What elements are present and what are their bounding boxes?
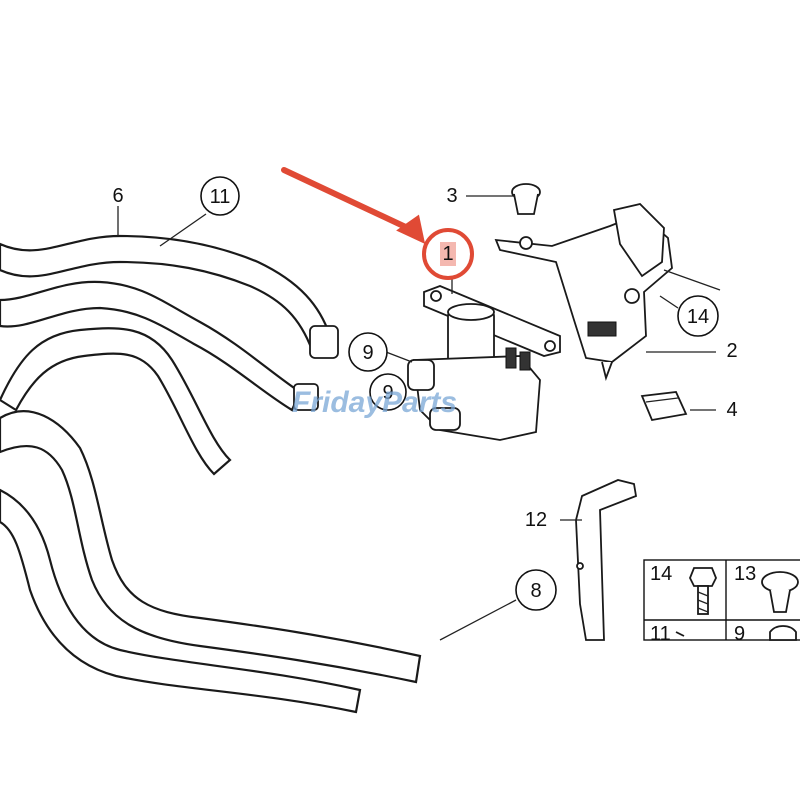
valve-motor-cap — [447, 303, 495, 321]
hose-bottom — [0, 488, 362, 714]
highlight-fill — [440, 242, 456, 266]
callout-11-label: 11 — [210, 186, 231, 208]
bracket-upper-flange — [612, 203, 665, 278]
callout-11: 11 — [200, 176, 240, 216]
pointer-arrow — [281, 167, 426, 245]
water-valve — [407, 285, 561, 441]
callout-8-label: 8 — [530, 580, 541, 602]
fastener-legend: 14 13 11 9 — [643, 559, 800, 645]
valve-connector-2 — [519, 351, 531, 371]
fitting-icon — [675, 631, 685, 637]
callout-9a: 9 — [348, 332, 388, 372]
bolt-icon — [689, 567, 717, 615]
bracket-hole-right — [544, 340, 556, 352]
bracket-assembly — [494, 203, 673, 382]
hose-end-fitting — [309, 325, 339, 359]
callout-14: 14 — [677, 295, 719, 337]
callout-9a-label: 9 — [362, 342, 373, 364]
legend-cell-2-label: 13 — [734, 563, 756, 585]
callout-8: 8 — [515, 569, 557, 611]
hose-end-fitting-lower — [293, 383, 319, 411]
legend-cell-4-label: 9 — [734, 623, 745, 645]
callout-9b: 9 — [369, 373, 407, 411]
hose-loop — [0, 327, 232, 476]
watermark: FridayParts — [292, 386, 457, 419]
hose-assembly — [0, 234, 422, 714]
callout-2-label: 2 — [726, 340, 737, 362]
valve-connector — [505, 347, 517, 369]
callout-14-label: 14 — [687, 306, 709, 328]
leader-lines — [117, 195, 721, 641]
valve-inlet-port — [407, 359, 435, 391]
callout-4-label: 4 — [726, 399, 737, 421]
bracket-slot — [587, 321, 617, 337]
callout-1-label: 1 — [442, 243, 453, 265]
hose-lower — [0, 410, 422, 684]
bracket-hole-2 — [624, 288, 640, 304]
bracket-hole-left — [430, 290, 442, 302]
bracket-hole — [519, 236, 533, 250]
legend-cell-1-label: 14 — [650, 563, 672, 585]
bracket-tab — [601, 361, 613, 382]
callout-12-label: 12 — [525, 509, 547, 531]
callout-3-label: 3 — [446, 185, 457, 207]
callout-9b-label: 9 — [382, 382, 393, 404]
valve-outlet-port — [429, 407, 461, 431]
legend-cell-3-label: 11 — [650, 623, 671, 645]
clip-4 — [640, 391, 688, 422]
bracket-12 — [575, 479, 638, 641]
push-clip-icon — [761, 571, 799, 613]
callout-6-label: 6 — [112, 185, 123, 207]
grommet-3 — [511, 183, 541, 215]
clip-icon — [769, 625, 797, 641]
callout-1: 1 — [422, 228, 474, 280]
